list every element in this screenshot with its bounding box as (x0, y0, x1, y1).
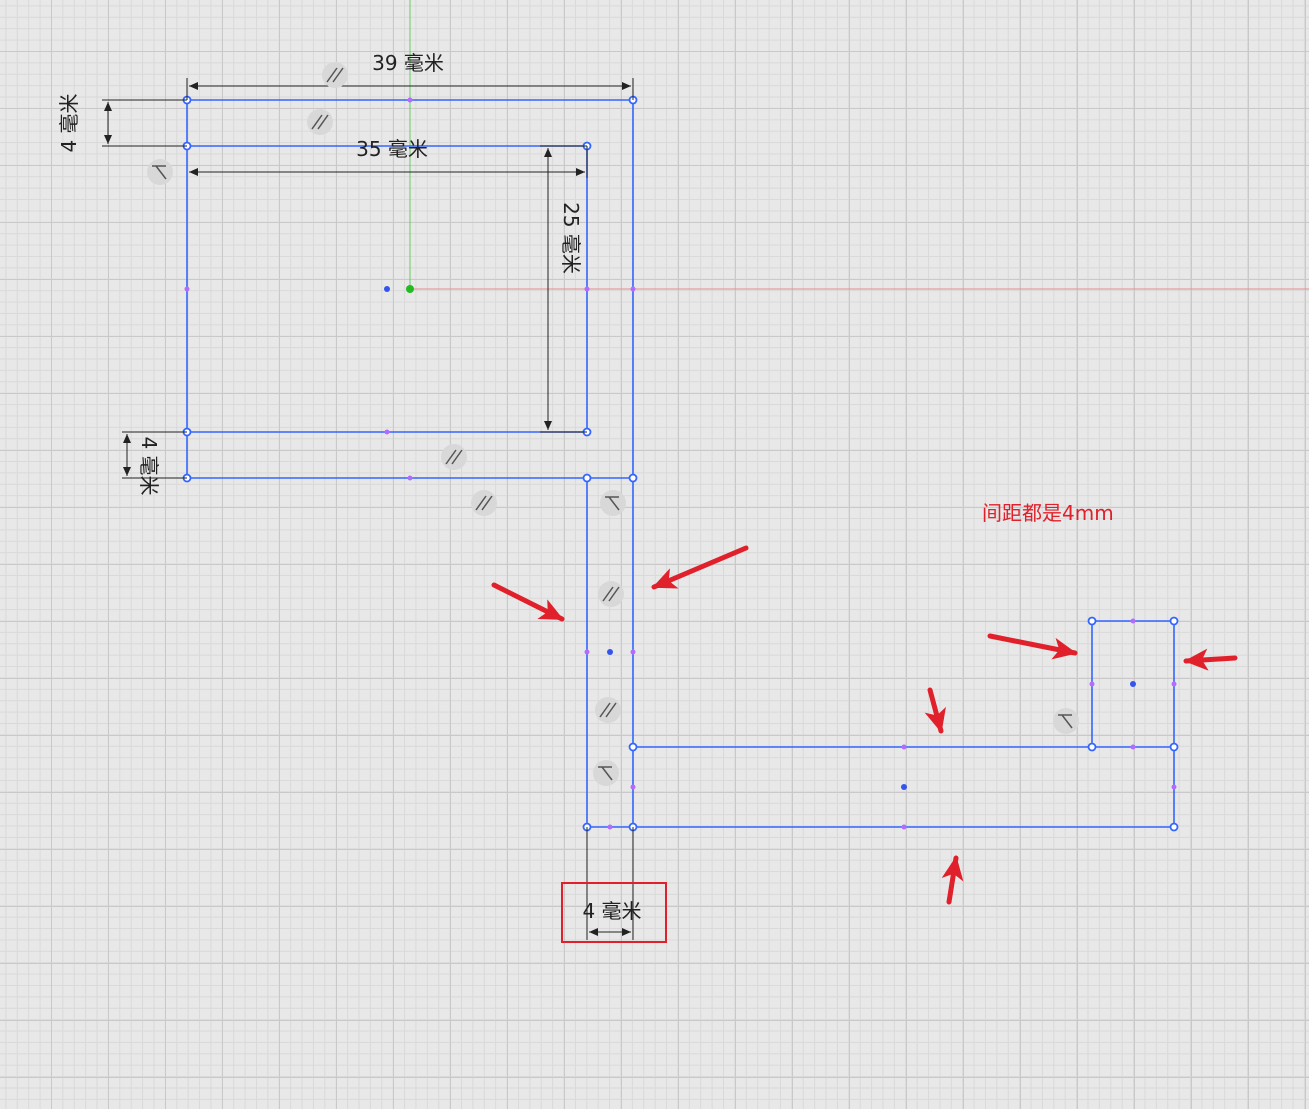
red-arrow-icon (491, 582, 565, 622)
dimension-outer-width[interactable]: 39 毫米 (186, 51, 634, 100)
highlight-box (561, 882, 667, 943)
center-points[interactable] (384, 286, 1136, 790)
parallel-constraint-icon[interactable] (322, 62, 348, 88)
perpendicular-constraint-icon[interactable] (593, 760, 619, 786)
perpendicular-constraint-icon[interactable] (147, 159, 173, 185)
origin-point[interactable] (406, 285, 414, 293)
dimension-label-vertical-arm-width[interactable]: 4 毫米 (582, 899, 641, 923)
dimension-label-top-gap[interactable]: 4 毫米 (57, 93, 81, 152)
spacing-note: 间距都是4mm (982, 501, 1114, 525)
dimension-label-bottom-gap[interactable]: 4 毫米 (137, 436, 161, 495)
perpendicular-constraint-icon[interactable] (600, 490, 626, 516)
parallel-constraint-icon[interactable] (471, 490, 497, 516)
sketch-profile[interactable] (186, 99, 1175, 828)
sketch-midpoints[interactable] (184, 97, 1177, 830)
red-arrow-icon (987, 633, 1078, 660)
dimension-bottom-gap[interactable]: 4 毫米 (122, 431, 187, 496)
red-arrow-icon (924, 687, 946, 734)
dimension-top-gap[interactable]: 4 毫米 (57, 93, 187, 153)
parallel-constraint-icon[interactable] (595, 697, 621, 723)
dimension-vertical-arm-width[interactable]: 4 毫米 (561, 827, 667, 943)
dimension-inner-width[interactable]: 35 毫米 (189, 137, 588, 178)
parallel-constraint-icon[interactable] (441, 444, 467, 470)
dimension-label-inner-height[interactable]: 25 毫米 (559, 202, 583, 274)
dimension-label-outer-width[interactable]: 39 毫米 (372, 51, 444, 75)
red-arrow-icon (1183, 648, 1238, 671)
dimension-inner-height[interactable]: 25 毫米 (540, 145, 587, 433)
annotation-arrows (491, 545, 1238, 905)
perpendicular-constraint-icon[interactable] (1053, 708, 1079, 734)
parallel-constraint-icon[interactable] (598, 581, 624, 607)
red-arrow-icon (651, 545, 749, 590)
dimension-label-inner-width[interactable]: 35 毫米 (356, 137, 428, 161)
red-arrow-icon (941, 855, 964, 905)
parallel-constraint-icon[interactable] (307, 109, 333, 135)
sketch-endpoints[interactable] (182, 95, 1179, 832)
